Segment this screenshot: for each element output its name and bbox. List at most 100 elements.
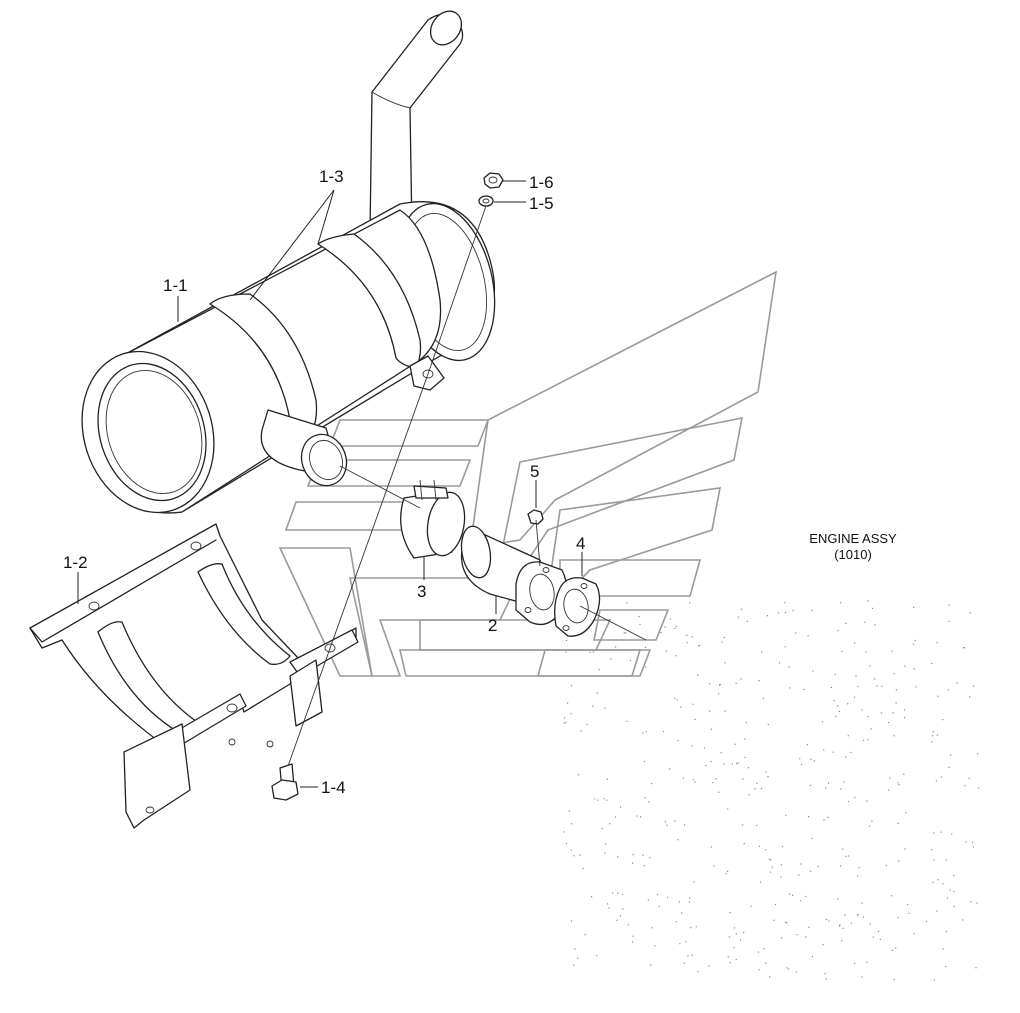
speckle-dot [915,686,917,688]
speckle-dot [666,824,668,826]
speckle-dot [807,635,809,637]
speckle-dot [817,865,819,867]
speckle-dot [565,651,567,653]
speckle-dot [598,669,600,671]
speckle-dot [676,699,678,701]
speckle-dot [891,949,893,951]
speckle-dot [800,900,802,902]
speckle-dot [795,971,797,973]
speckle-dot [803,688,805,690]
speckle-dot [568,810,570,812]
speckle-dot [948,604,950,606]
speckle-dot [806,744,808,746]
speckle-dot [780,876,782,878]
speckle-dot [762,697,764,699]
speckle-dot [799,758,801,760]
speckle-dot [867,739,869,741]
speckle-dot [674,697,676,699]
speckle-dot [830,686,832,689]
speckle-dot [737,762,739,764]
speckle-dot [667,896,669,898]
centerline-nut-flange [535,519,541,567]
speckle-dot [719,684,721,686]
bracket-leg-left [123,723,191,829]
speckle-dot [740,608,742,610]
speckle-dot [788,666,790,668]
centerline-gasket-engine [579,605,647,641]
speckle-dot [853,696,856,698]
speckle-dot [636,815,638,817]
speckle-dot [767,723,769,726]
speckle-dot [842,927,844,929]
leader-1-3-b [317,189,335,245]
muffler-bands [209,233,445,431]
centerline-inlet-clamp [339,465,421,509]
speckle-dot [858,867,860,869]
speckle-dot [604,852,606,854]
speckle-dot [763,948,765,950]
speckle-dot [914,639,916,641]
speckle-dot [645,731,647,733]
speckle-dot [669,768,671,770]
speckle-dot [903,773,905,775]
speckle-dot [669,618,671,620]
speckle-dot [679,943,681,945]
speckle-dot [837,705,839,707]
watermark-bar-1 [328,419,490,447]
speckle-dot [689,602,691,604]
speckle-dot [897,822,899,824]
speckle-dot [945,859,947,861]
speckle-dot [682,777,684,779]
speckle-dot [573,855,575,857]
speckle-dot [847,735,849,737]
speckle-dot [698,645,700,647]
label-nut: 1-6 [529,173,554,192]
speckle-dot [724,710,726,712]
speckle-dot [904,709,906,711]
speckle-dot [756,824,758,827]
flange-nut-5 [527,509,544,525]
label-bracket: 1-2 [63,553,88,572]
speckle-dot [758,845,761,847]
speckle-dot [643,760,646,763]
watermark-wing-3 [547,487,721,593]
speckle-dot [977,753,979,755]
speckle-dot [946,897,949,899]
speckle-dot [785,814,787,816]
speckle-dot [742,824,744,826]
speckle-dot [838,925,841,927]
speckle-dot [850,751,852,753]
speckle-dot [972,842,974,844]
speckle-dot [609,823,611,825]
speckle-dot [765,771,767,773]
speckle-dot [624,632,626,634]
speckle-dot [780,864,782,866]
speckle-dot [855,675,857,677]
speckle-dot [808,816,810,818]
speckle-dot [869,923,871,925]
speckle-dot [866,800,868,802]
speckle-dot [740,678,742,680]
bracket-leg-right [289,659,323,727]
speckle-dot [832,751,834,753]
washer-hole [482,198,490,204]
speckle-dot [761,651,763,653]
label-bands: 1-3 [319,167,344,186]
speckle-dot [969,696,971,698]
speckle-dot [788,893,791,895]
speckle-dot [840,602,842,604]
speckle-dot [691,954,693,956]
speckle-dot [740,939,742,941]
speckle-dot [856,875,859,877]
speckle-dot [697,971,699,973]
speckle-dot [812,670,814,672]
speckle-dot [908,912,910,914]
speckle-dot [912,643,915,645]
speckle-dot [888,789,890,791]
washer-outer [478,195,494,207]
speckle-dot [925,920,928,922]
speckle-dot [580,730,582,732]
speckle-dot [626,720,628,722]
speckle-dot [841,940,843,942]
speckle-dot [766,615,768,617]
